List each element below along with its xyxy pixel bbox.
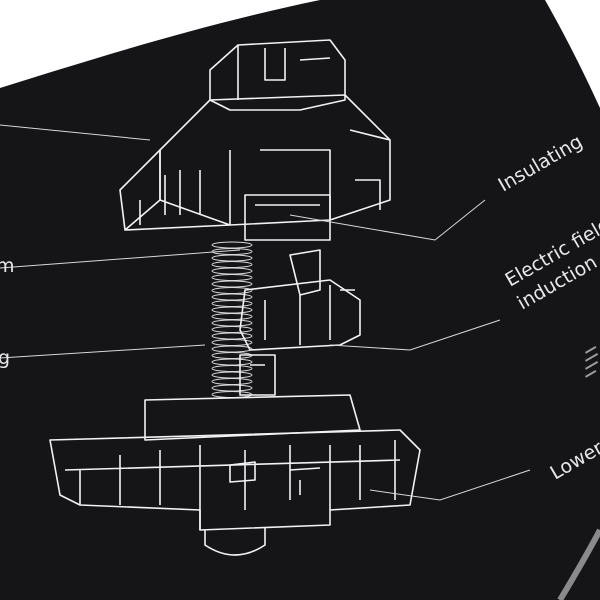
label-stem-partial: m [0, 255, 15, 277]
switch-bottom-housing-drawing [49, 394, 421, 556]
switch-stem-drawing [239, 249, 361, 396]
label-spring-partial: g [0, 347, 10, 369]
mousepad-stitched-edge [557, 528, 600, 600]
fine-print-block [585, 346, 599, 378]
callout-lines [0, 124, 531, 501]
switch-top-housing-drawing [119, 39, 391, 241]
